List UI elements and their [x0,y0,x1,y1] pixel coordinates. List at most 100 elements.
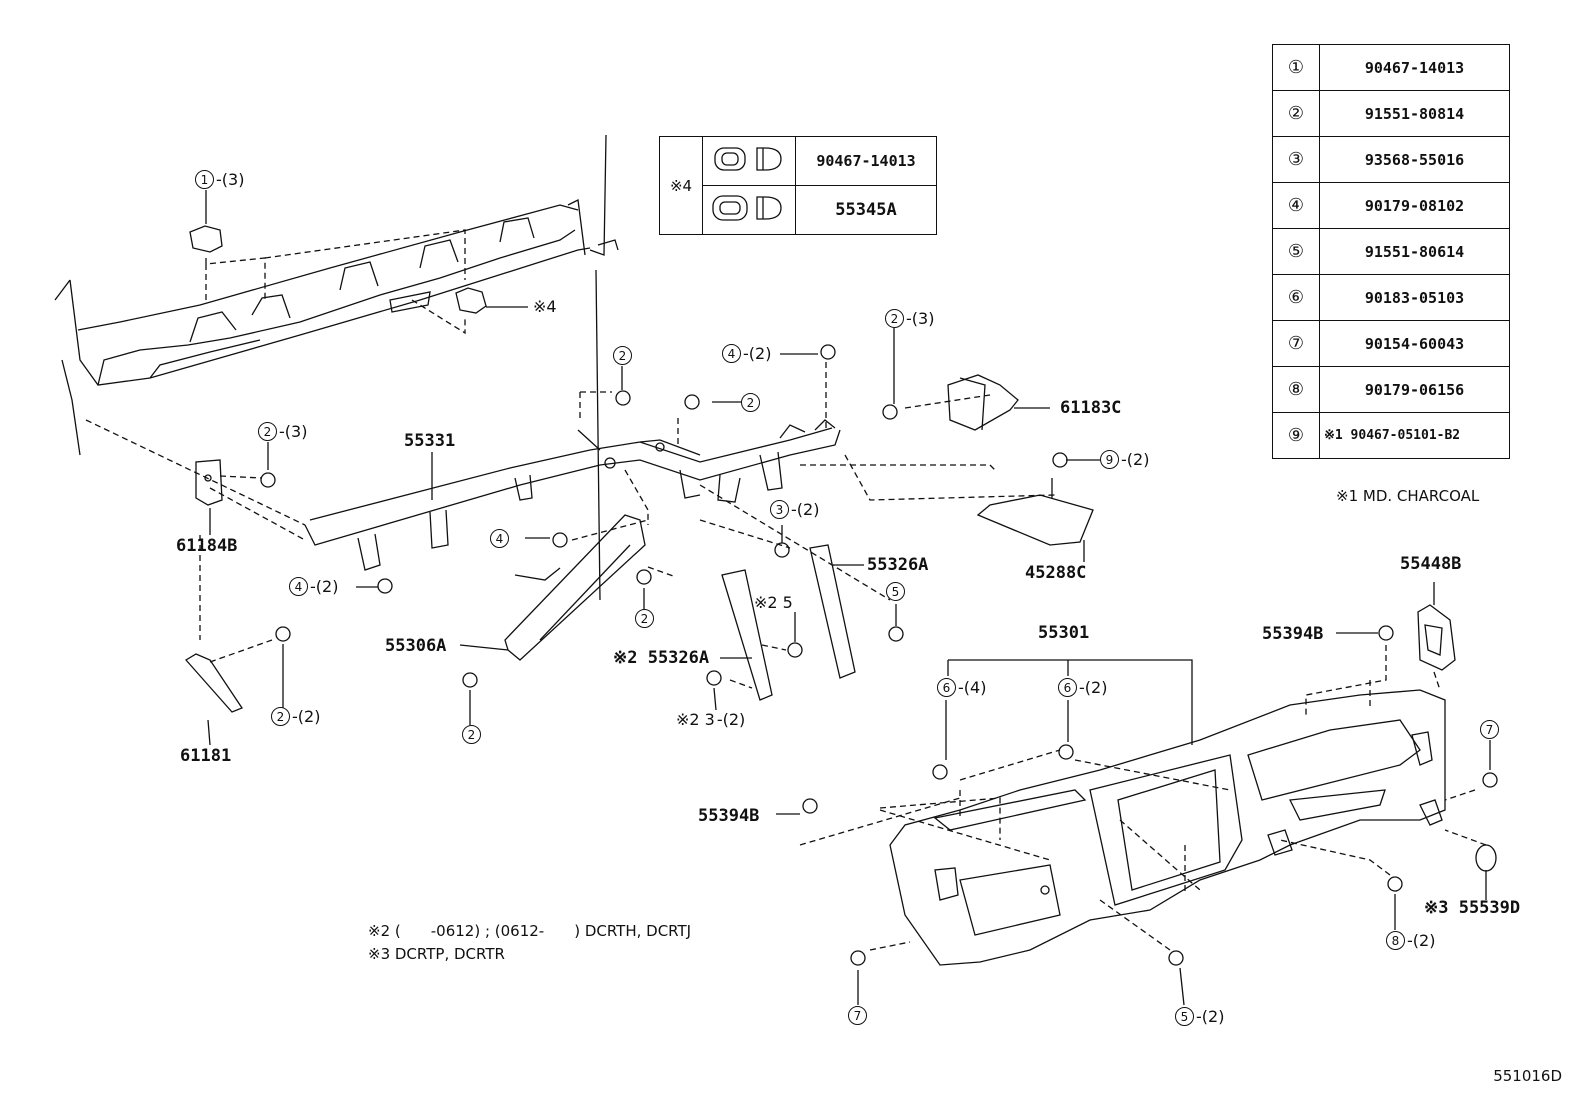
callout-7: 7 [1480,720,1499,739]
callout-number: 4 [722,344,741,363]
callout-number: ※2 5 [754,593,793,612]
callout-number: 3 [770,500,789,519]
callout-number: 2 [258,422,277,441]
label-clip-tag-4: ※4 [533,297,557,316]
note-2: ※2 ( -0612) ; (0612- ) DCRTH, DCRTJ [368,922,692,940]
callout-5: 5 [886,582,905,601]
clip-part-2: 55345A [795,185,937,235]
clip-icon [714,147,782,171]
callout-5: 5-(2) [1175,1007,1224,1026]
callout-qty: -(2) [1407,930,1436,950]
reference-part-number: 93568-55016 [1319,136,1510,183]
cap-55539D-drawing [1476,845,1496,871]
callout-7: 7 [848,1006,867,1025]
label-55394B-right: 55394B [1262,624,1324,644]
callout-qty: -(2) [743,343,772,363]
callout-2: 2 [635,609,654,628]
clip-table-tag: ※4 [659,136,703,235]
brace-55326A-drawing [722,545,855,700]
callout-qty: -(2) [716,710,746,729]
label-55394B-left: 55394B [698,806,760,826]
callout-number: 2 [635,609,654,628]
reference-part-number: 91551-80614 [1319,228,1510,275]
callout-5-dcrth: ※2 5 [754,595,793,611]
cowl-panel-drawing [55,135,618,600]
label-55301: 55301 [1038,623,1090,643]
callout-2: 2 [613,346,632,365]
reference-key: ① [1272,44,1320,91]
callout-number: 2 [271,707,290,726]
callout-number: 9 [1100,450,1119,469]
grommet-icon [712,195,782,221]
callout-number: 2 [885,309,904,328]
callout-6: 6-(2) [1058,678,1107,697]
label-55539D: ※3 55539D [1424,898,1521,918]
clip-icon-cell [702,136,796,186]
label-61184B: 61184B [176,536,238,556]
label-61181: 61181 [180,746,232,766]
clip-reference-table: ※4 90467-14013 55345A [659,136,937,235]
trim-55448B-drawing [1418,605,1455,670]
callout-4: 4 [490,529,509,548]
callout-number: 7 [848,1006,867,1025]
callout-number: 2 [613,346,632,365]
reference-part-number: 90179-06156 [1319,366,1510,413]
reinforcement-55331-drawing [305,420,840,570]
callout-number: 8 [1386,931,1405,950]
callout-9: 9-(2) [1100,450,1149,469]
callout-qty: -(2) [310,576,339,596]
panel-45288C-drawing [978,495,1093,545]
reference-part-number: 90183-05103 [1319,274,1510,321]
callout-number: 2 [741,393,760,412]
reference-key: ⑥ [1272,274,1320,321]
reference-part-number: 90467-14013 [1319,44,1510,91]
instrument-panel-55301-drawing [890,690,1445,965]
dashed-lines [86,230,1486,950]
callout-qty: -(2) [292,706,321,726]
reference-part-number: 91551-80814 [1319,90,1510,137]
label-55331: 55331 [404,431,456,451]
callout-qty: -(3) [216,169,245,189]
reference-key: ⑦ [1272,320,1320,367]
callout-qty: -(2) [1196,1006,1225,1026]
reference-part-number: ※1 90467-05101-B2 [1319,412,1510,459]
reference-table-footnote: ※1 MD. CHARCOAL [1336,487,1480,505]
figure-id: 551016D [1493,1067,1562,1085]
label-55326A-right: 55326A [867,555,929,575]
label-45288C: 45288C [1025,563,1087,583]
callout-2: 2-(2) [271,707,320,726]
leader-lines [206,190,1490,1005]
callout-4: 4-(2) [722,344,771,363]
callout-number: 4 [289,577,308,596]
callout-1: 1-(3) [195,170,244,189]
callout-qty: -(2) [1079,677,1108,697]
callout-2: 2 [741,393,760,412]
label-55448B: 55448B [1400,554,1462,574]
reference-part-number: 90179-08102 [1319,182,1510,229]
bracket-61184B-drawing [196,460,222,505]
callout-qty: -(3) [906,308,935,328]
callout-number: 5 [886,582,905,601]
note-3: ※3 DCRTP, DCRTR [368,945,505,963]
label-55326A-left: ※2 55326A [613,648,710,668]
reference-key: ③ [1272,136,1320,183]
callout-number: 7 [1480,720,1499,739]
callout-3-dcrth: ※2 3-(2) [676,712,745,728]
brace-55306A-drawing [505,515,645,660]
reference-row: ⑨※1 90467-05101-B2 [1272,412,1510,459]
callout-number: 4 [490,529,509,548]
callout-qty: -(3) [279,421,308,441]
reference-key: ⑤ [1272,228,1320,275]
reference-key: ⑨ [1272,412,1320,459]
grommet-icon-cell [702,185,796,235]
callout-2: 2-(3) [258,422,307,441]
